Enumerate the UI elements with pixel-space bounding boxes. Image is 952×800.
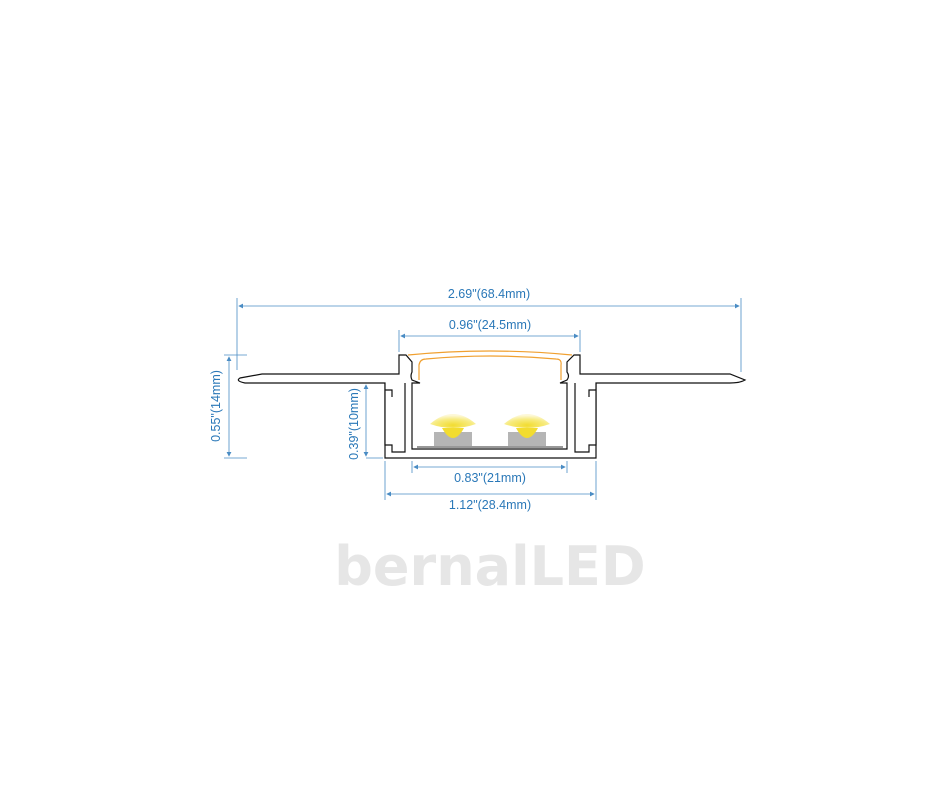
dimension-inner-width: 0.83"(21mm)	[411, 461, 568, 485]
dimension-outer-width: 1.12"(28.4mm)	[384, 461, 597, 512]
dimension-label: 0.55"(14mm)	[209, 370, 223, 442]
dimension-label: 0.39"(10mm)	[347, 388, 361, 460]
dimension-label: 2.69"(68.4mm)	[448, 287, 530, 301]
led-chip-right	[504, 414, 550, 446]
led-chip-left	[430, 414, 476, 446]
diffuser-cover	[407, 350, 573, 380]
watermark-logo: bernalLED	[334, 535, 645, 598]
dimension-overall-width: 2.69"(68.4mm)	[236, 287, 742, 372]
dimension-channel-depth: 0.39"(10mm)	[347, 384, 383, 460]
dimension-overall-height: 0.55"(14mm)	[209, 354, 247, 459]
aluminum-profile	[237, 354, 747, 459]
dimension-label: 1.12"(28.4mm)	[449, 498, 531, 512]
dimension-label: 0.96"(24.5mm)	[449, 318, 531, 332]
dimension-top-opening: 0.96"(24.5mm)	[398, 318, 581, 352]
dimension-label: 0.83"(21mm)	[454, 471, 526, 485]
